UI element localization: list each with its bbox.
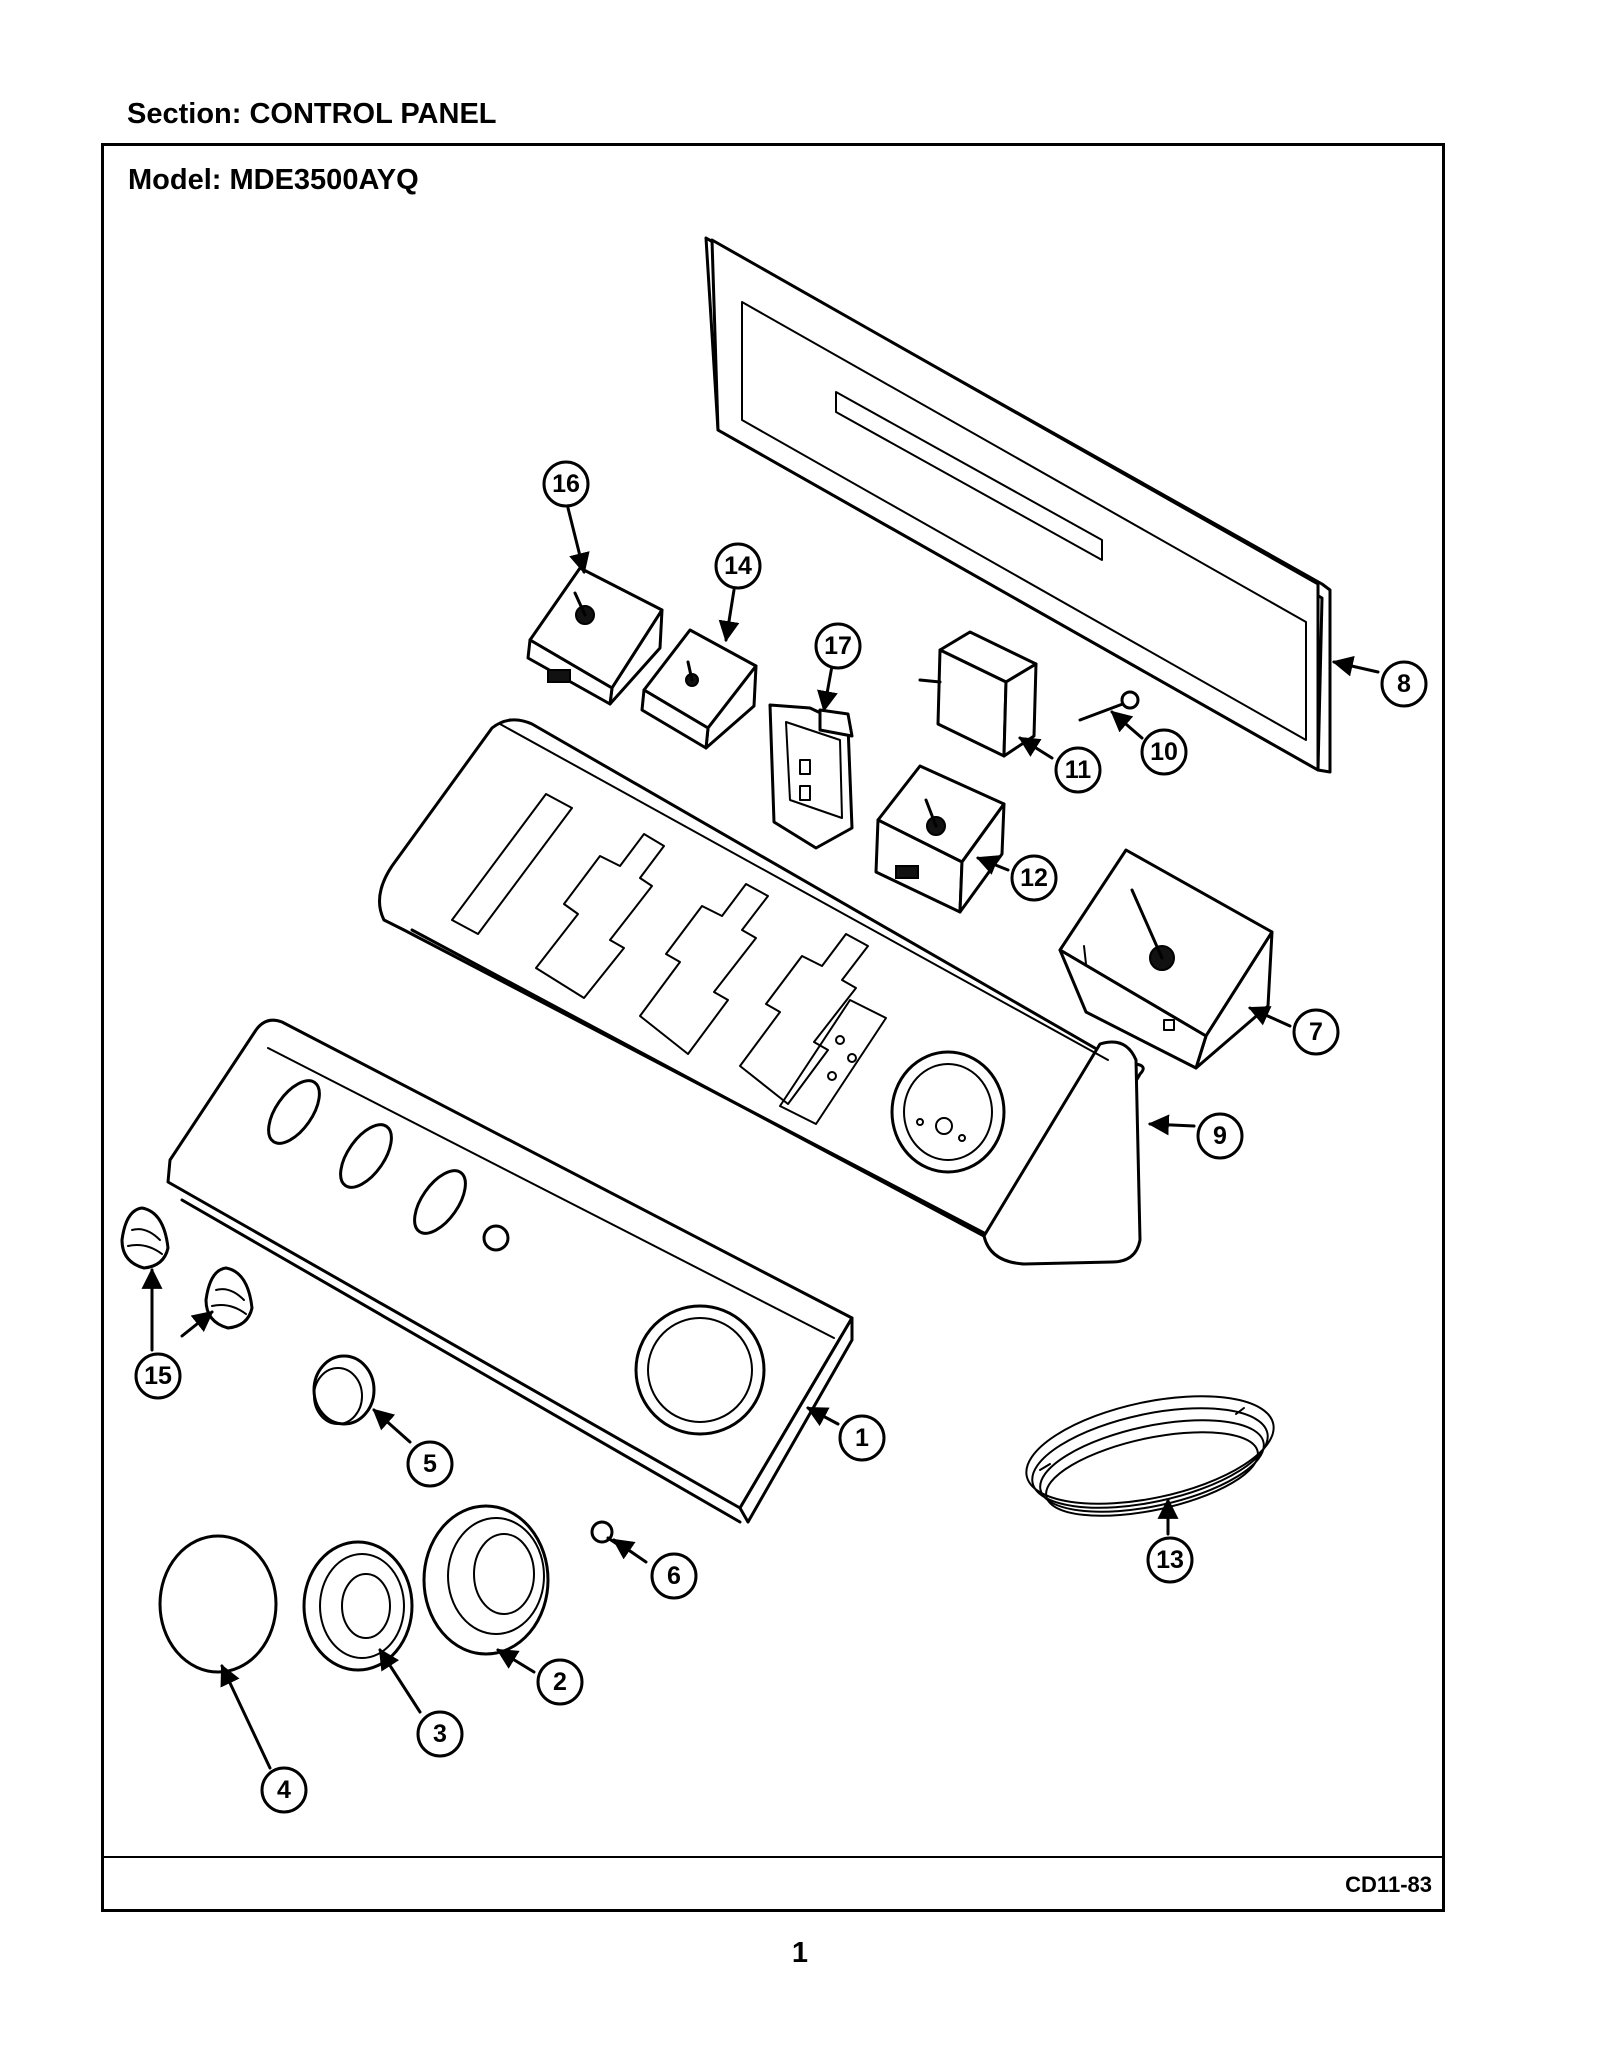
callout-2-label: 2 [553, 1668, 567, 1696]
callout-4: 4 [260, 1766, 308, 1814]
callout-7-label: 7 [1309, 1018, 1323, 1046]
part-2-ring [422, 1504, 550, 1656]
footer-divider [104, 1856, 1442, 1858]
diagram-code: CD11-83 [1345, 1872, 1432, 1897]
callout-13: 13 [1146, 1536, 1194, 1584]
part-3-bezel [302, 1540, 414, 1672]
page-number: 1 [791, 1937, 809, 1969]
part-13-wire-harness [1025, 1395, 1275, 1517]
callout-2: 2 [536, 1658, 584, 1706]
callout-14-label: 14 [724, 552, 752, 580]
callout-13-label: 13 [1156, 1546, 1184, 1574]
callout-11-label: 11 [1065, 756, 1092, 784]
callout-10-label: 10 [1150, 738, 1178, 766]
callout-3-label: 3 [433, 1720, 447, 1748]
part-16-switch [526, 566, 664, 706]
callout-10: 10 [1140, 728, 1188, 776]
callout-17: 17 [814, 622, 862, 670]
callout-4-label: 4 [277, 1776, 291, 1804]
part-17-bracket [768, 703, 854, 850]
part-15-knobs [120, 1206, 254, 1330]
part-5-button [312, 1354, 376, 1426]
callout-9: 9 [1196, 1112, 1244, 1160]
leader-arrows [141, 506, 1380, 1770]
callout-6: 6 [650, 1552, 698, 1600]
callout-7: 7 [1292, 1008, 1340, 1056]
part-4-lens [158, 1534, 278, 1674]
callout-1: 1 [838, 1414, 886, 1462]
model-title: Model: MDE3500AYQ [128, 164, 419, 196]
part-12-switch [874, 764, 1006, 914]
callout-15-label: 15 [144, 1362, 172, 1390]
callout-14: 14 [714, 542, 762, 590]
part-8-rear-panel [704, 236, 1332, 774]
callout-16-label: 16 [552, 470, 580, 498]
callout-9-label: 9 [1213, 1122, 1227, 1150]
part-11-box [918, 630, 1038, 758]
callout-15: 15 [134, 1352, 182, 1400]
callout-8-label: 8 [1397, 670, 1411, 698]
part-14-switch [640, 628, 758, 750]
callout-16: 16 [542, 460, 590, 508]
callout-11: 11 [1054, 746, 1102, 794]
section-title: Section: CONTROL PANEL [127, 98, 497, 130]
part-1-front-panel [166, 1018, 854, 1524]
callout-1-label: 1 [855, 1424, 869, 1452]
callout-12-label: 12 [1020, 864, 1048, 892]
callout-8: 8 [1380, 660, 1428, 708]
callout-6-label: 6 [667, 1562, 681, 1590]
part-10-screw [1078, 690, 1140, 722]
callout-12: 12 [1010, 854, 1058, 902]
diagram-frame: Model: MDE3500AYQ CD11-83 [101, 143, 1445, 1912]
part-7-switch [1058, 848, 1274, 1070]
callout-3: 3 [416, 1710, 464, 1758]
callout-5: 5 [406, 1440, 454, 1488]
callout-5-label: 5 [423, 1450, 437, 1478]
part-9-console [378, 718, 1145, 1266]
callout-17-label: 17 [824, 632, 852, 660]
